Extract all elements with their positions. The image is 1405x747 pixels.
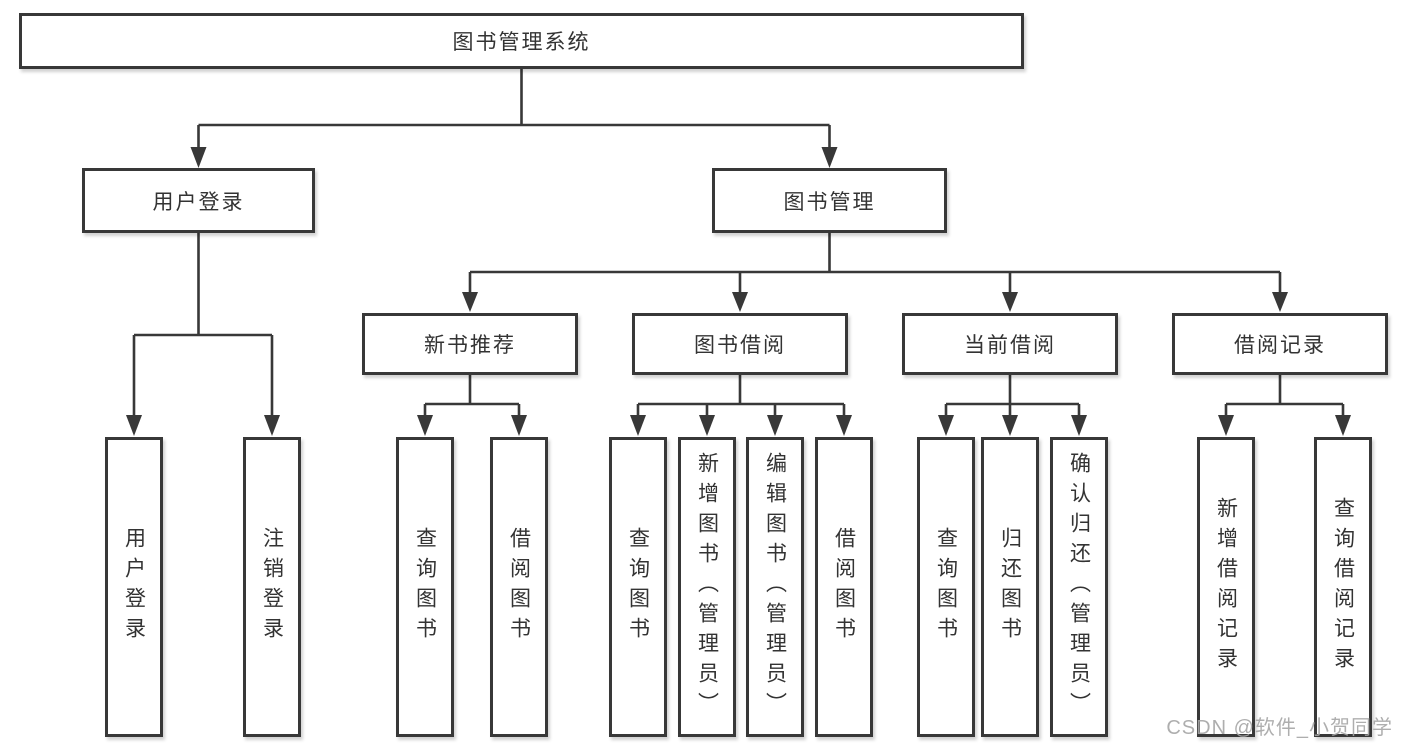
leaf-user-login: 用户登录 — [105, 437, 163, 737]
leaf-label: 确认归还（管理员） — [1067, 452, 1091, 722]
leaf-label: 编辑图书（管理员） — [763, 452, 787, 722]
leaf-label: 新增图书（管理员） — [695, 452, 719, 722]
leaf-label: 查询借阅记录 — [1331, 497, 1355, 677]
node-root: 图书管理系统 — [19, 13, 1024, 69]
node-user-login: 用户登录 — [82, 168, 315, 233]
leaf-label: 注销登录 — [260, 527, 284, 647]
leaf-label: 用户登录 — [122, 527, 146, 647]
leaf-return-book: 归还图书 — [981, 437, 1039, 737]
node-book-borrow: 图书借阅 — [632, 313, 848, 375]
leaf-label: 查询图书 — [626, 527, 650, 647]
leaf-label: 借阅图书 — [832, 527, 856, 647]
leaf-query-book-2: 查询图书 — [609, 437, 667, 737]
watermark: CSDN @软件_小贺同学 — [1166, 717, 1393, 739]
leaf-label: 借阅图书 — [507, 527, 531, 647]
node-borrow-records: 借阅记录 — [1172, 313, 1388, 375]
leaf-label: 新增借阅记录 — [1214, 497, 1238, 677]
leaf-borrow-book-1: 借阅图书 — [490, 437, 548, 737]
node-new-book-recommend: 新书推荐 — [362, 313, 578, 375]
leaf-logout: 注销登录 — [243, 437, 301, 737]
leaf-query-book-3: 查询图书 — [917, 437, 975, 737]
leaf-edit-book-admin: 编辑图书（管理员） — [746, 437, 804, 737]
leaf-add-borrow-record: 新增借阅记录 — [1197, 437, 1255, 737]
leaf-label: 查询图书 — [413, 527, 437, 647]
leaf-label: 查询图书 — [934, 527, 958, 647]
node-book-management: 图书管理 — [712, 168, 947, 233]
node-current-borrow: 当前借阅 — [902, 313, 1118, 375]
leaf-query-borrow-record: 查询借阅记录 — [1314, 437, 1372, 737]
leaf-label: 归还图书 — [998, 527, 1022, 647]
leaf-query-book-1: 查询图书 — [396, 437, 454, 737]
leaf-confirm-return-admin: 确认归还（管理员） — [1050, 437, 1108, 737]
leaf-borrow-book-2: 借阅图书 — [815, 437, 873, 737]
leaf-add-book-admin: 新增图书（管理员） — [678, 437, 736, 737]
